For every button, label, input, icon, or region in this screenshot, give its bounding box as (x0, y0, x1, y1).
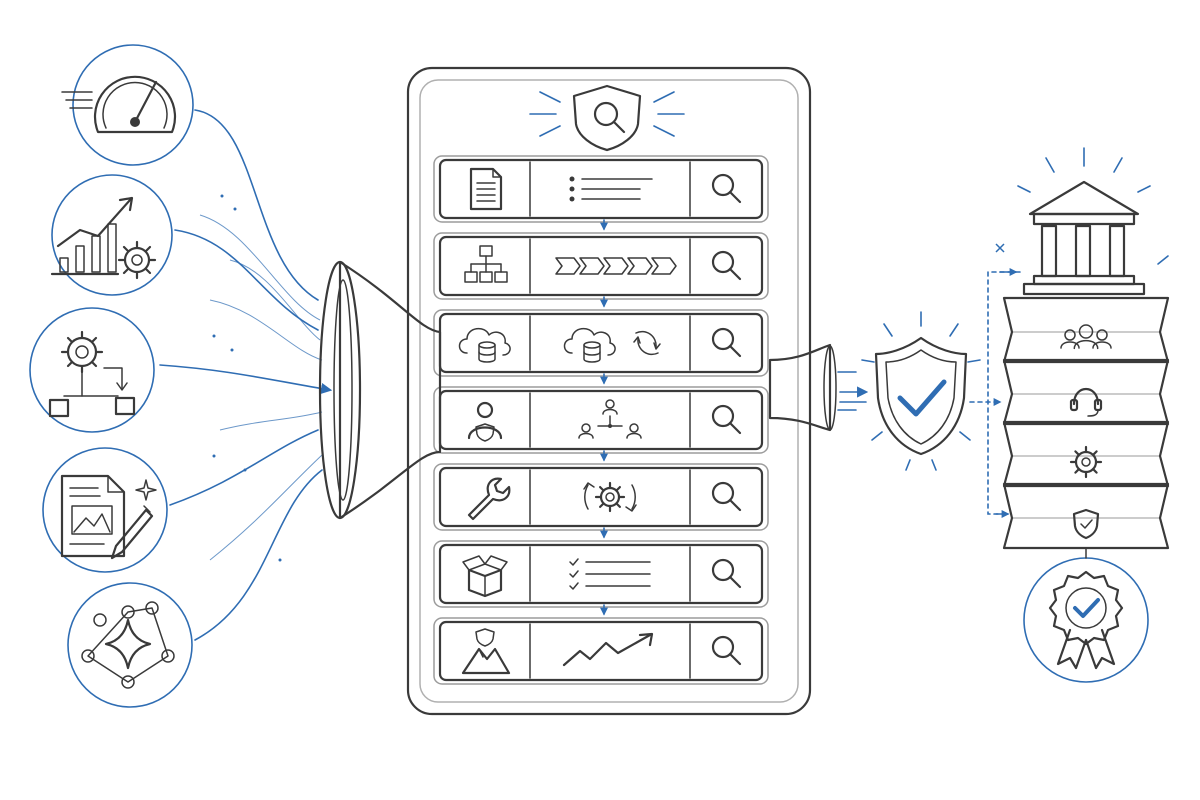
checklist-icon (569, 558, 651, 590)
magnifier-icon (711, 327, 742, 358)
input-circle-process (29, 307, 155, 433)
pipeline-stage (433, 386, 769, 454)
growth-chart-gear-icon (50, 196, 157, 280)
shield-check-small-icon (1072, 508, 1100, 540)
speedometer-icon (61, 75, 177, 134)
input-circle-document (42, 447, 168, 573)
user-shield-icon (467, 401, 503, 442)
input-sources (29, 44, 194, 708)
network-star-icon (81, 601, 175, 689)
pipeline-stage (433, 463, 769, 531)
pipeline-stage (433, 155, 769, 223)
pipeline-panel (406, 66, 812, 716)
flow-lines (159, 109, 333, 641)
document-icon (469, 167, 503, 211)
magnifier-icon (711, 250, 742, 281)
headset-icon (1069, 387, 1103, 417)
gear-icon (1069, 445, 1103, 479)
output-tier (1002, 296, 1170, 364)
output-tier (1002, 358, 1170, 426)
pipeline-stage (433, 617, 769, 685)
output-stack (987, 147, 1170, 683)
gear-cycle-icon (583, 481, 637, 513)
hierarchy-icon (464, 245, 508, 283)
magnifier-icon (711, 404, 742, 435)
document-image-pencil-icon (60, 474, 157, 560)
wrench-icon (467, 477, 511, 521)
shield-search-icon (529, 84, 685, 152)
trend-up-icon (562, 632, 654, 667)
pipeline-stage (433, 540, 769, 608)
user-network-icon (578, 399, 642, 439)
open-box-icon (462, 555, 508, 598)
award-badge-icon (1023, 547, 1149, 683)
bullet-list-icon (569, 176, 653, 202)
gear-process-flow-icon (48, 330, 136, 418)
team-icon (1060, 324, 1112, 350)
input-circle-growth (50, 174, 173, 296)
input-circle-network (67, 582, 193, 708)
magnifier-icon (711, 635, 742, 666)
output-tiers (1002, 296, 1170, 550)
intake-funnel (318, 260, 869, 520)
output-tier (1002, 482, 1170, 550)
pipeline-stage (433, 309, 769, 377)
magnifier-icon (711, 558, 742, 589)
chevron-steps-icon (555, 257, 677, 275)
output-tier (1002, 420, 1170, 488)
pipeline-stages (433, 155, 769, 685)
cloud-database-icon (458, 327, 511, 363)
magnifier-icon (711, 481, 742, 512)
shield-check-icon (861, 311, 1002, 471)
magnifier-icon (711, 173, 742, 204)
input-circle-speedometer (61, 44, 194, 166)
pipeline-stage (433, 232, 769, 300)
institution-building-icon (1017, 147, 1169, 296)
cloud-database-sync-icon (563, 327, 661, 363)
mountain-shield-icon (461, 628, 511, 675)
